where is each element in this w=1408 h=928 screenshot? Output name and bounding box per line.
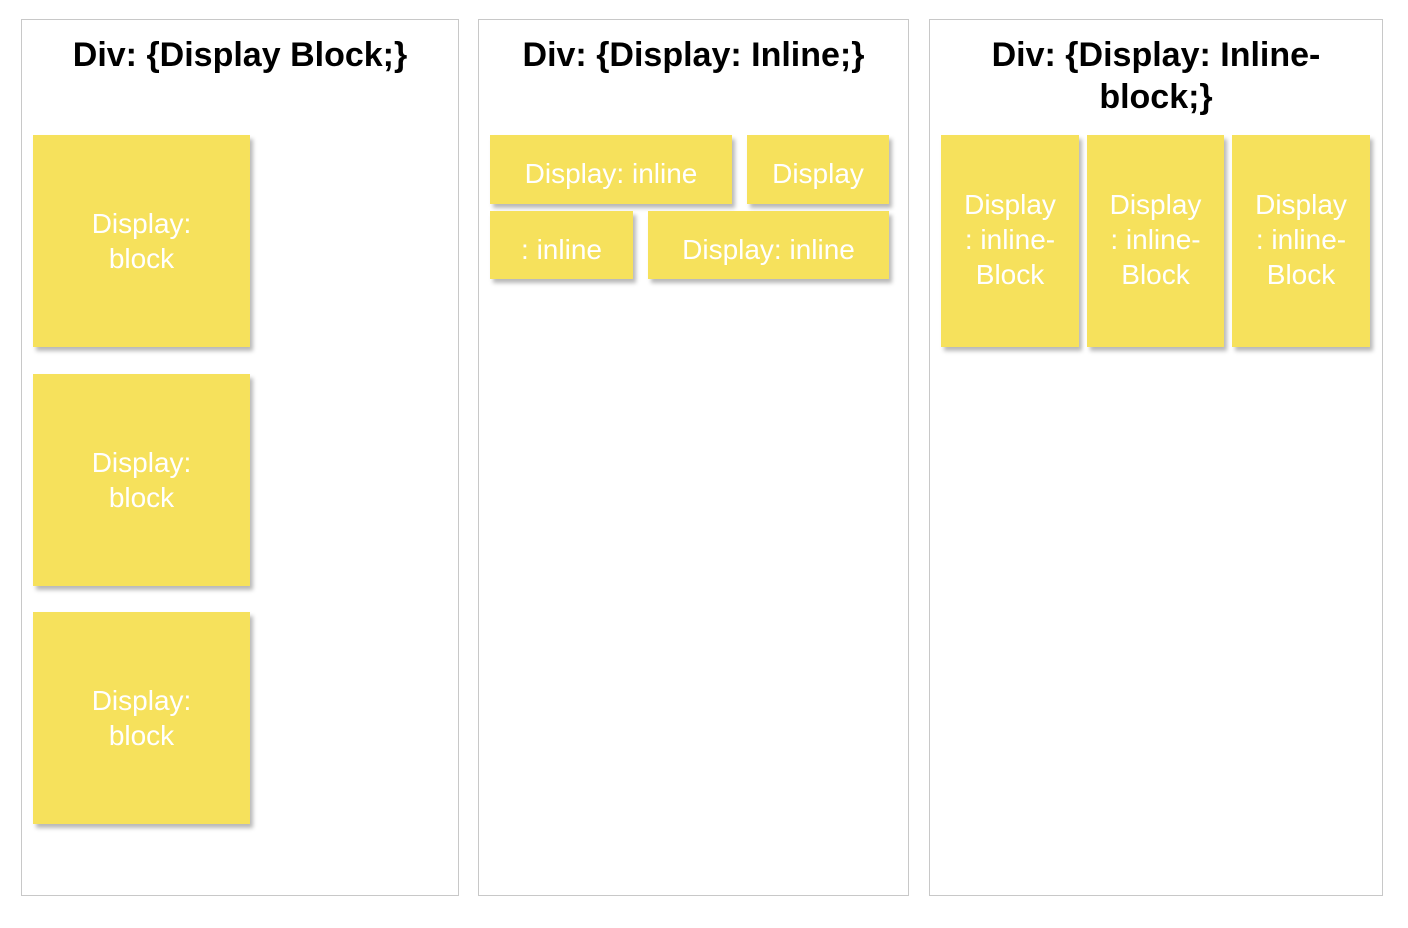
sticky-note-inline-block: Display: inline-Block (1232, 135, 1370, 347)
sticky-note-inline: Display (747, 135, 889, 204)
sticky-note-inline: Display: inline (490, 135, 732, 204)
sticky-note-inline-block: Display: inline-Block (941, 135, 1079, 347)
sticky-note-block: Display:block (33, 135, 250, 347)
panel-display-inline-block: Div: {Display: Inline-block;} Display: i… (929, 19, 1383, 896)
sticky-note-block: Display:block (33, 612, 250, 824)
sticky-note-inline-block: Display: inline-Block (1087, 135, 1224, 347)
panel-title-inline-block: Div: {Display: Inline-block;} (991, 36, 1321, 116)
panel-title-block: Div: {Display Block;} (72, 36, 408, 74)
panel-display-block: Div: {Display Block;} Display:block Disp… (21, 19, 459, 896)
sticky-note-inline: Display: inline (648, 211, 889, 279)
panel-display-inline: Div: {Display: Inline;} Display: inline … (478, 19, 909, 896)
panel-title-inline: Div: {Display: Inline;} (522, 36, 865, 74)
sticky-note-block: Display:block (33, 374, 250, 586)
sticky-note-inline: : inline (490, 211, 633, 279)
